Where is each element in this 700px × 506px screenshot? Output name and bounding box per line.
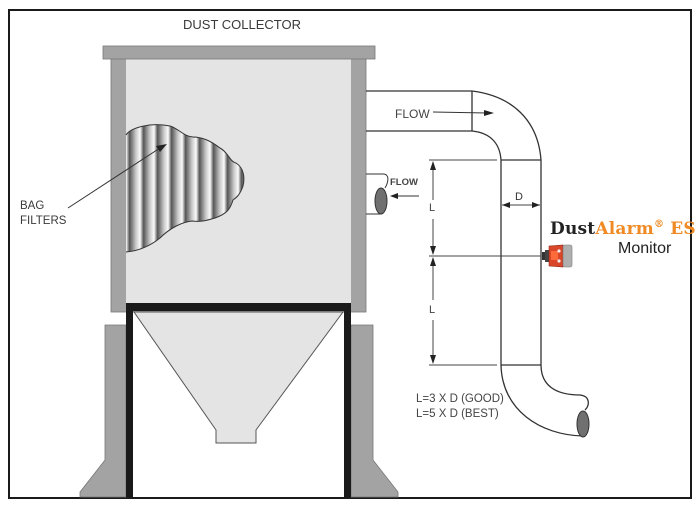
- dimension-l-arrowheads: [430, 161, 436, 364]
- outlet-duct: [366, 90, 589, 437]
- bag-filters-label-line1: BAG: [20, 200, 45, 212]
- bag-filters-leader-arrow: [67, 144, 167, 209]
- dimension-d: [502, 202, 540, 208]
- flow-label-main: FLOW: [395, 107, 430, 121]
- brand-part-dust: Dust: [550, 219, 596, 239]
- hopper: [133, 311, 344, 444]
- inlet-pipe: [366, 173, 389, 215]
- brand-part-alarm: Alarm: [595, 219, 654, 239]
- rule-best: L=5 X D (BEST): [416, 408, 499, 420]
- bag-filters-label: BAG FILTERS: [20, 199, 66, 229]
- dimension-l-lower-label: L: [429, 304, 436, 316]
- left-leg: [79, 324, 127, 498]
- outlet-pipe-end: [576, 410, 590, 438]
- dimension-l: [429, 159, 541, 366]
- inlet-pipe-end: [374, 187, 388, 215]
- dustalarm-sensor-icon: [542, 244, 573, 268]
- bag-filters-label-line2: FILTERS: [20, 215, 67, 227]
- dimension-d-label: D: [515, 191, 523, 203]
- outer-frame: [8, 9, 692, 499]
- flow-arrow-main: [432, 110, 494, 116]
- top-cap: [102, 45, 376, 60]
- flow-label-inlet: FLOW: [390, 177, 418, 188]
- diagram-title: DUST COLLECTOR: [183, 17, 301, 32]
- product-brand: DustAlarm® ES: [550, 219, 696, 239]
- registered-mark: ®: [653, 219, 665, 230]
- right-leg: [350, 324, 399, 498]
- rule-good: L=3 X D (GOOD): [416, 393, 504, 405]
- distance-rule: L=3 X D (GOOD) L=5 X D (BEST): [416, 392, 504, 422]
- brand-part-es: ES: [664, 219, 696, 239]
- dimension-l-upper-label: L: [429, 202, 436, 214]
- product-subtitle: Monitor: [618, 240, 672, 257]
- flow-arrow-inlet: [390, 193, 419, 199]
